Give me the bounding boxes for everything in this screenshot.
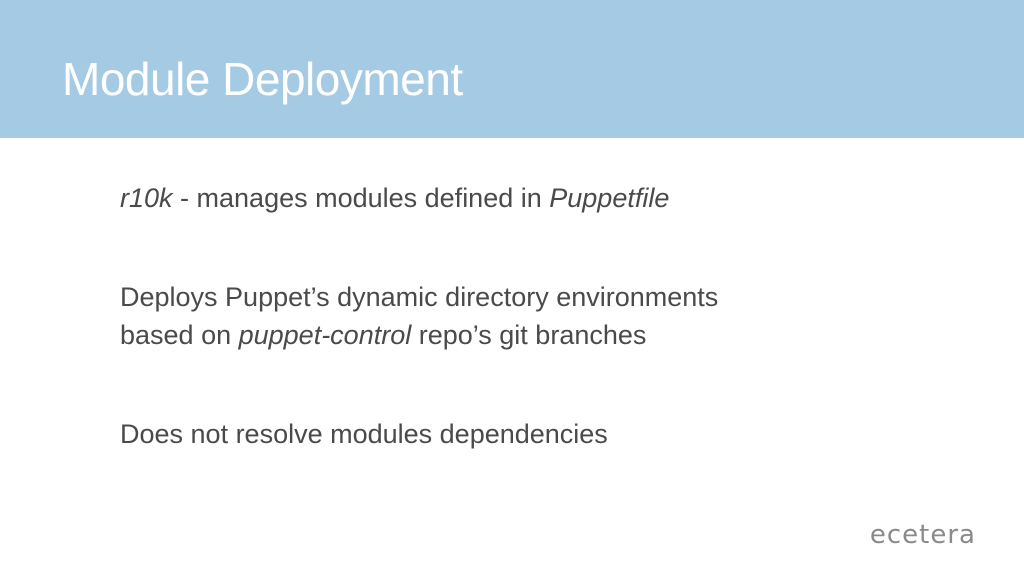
bullet-dependencies: Does not resolve modules dependencies xyxy=(120,415,608,453)
bullet-line: Deploys Puppet’s dynamic directory envir… xyxy=(120,282,719,312)
bullet-line: Does not resolve modules dependencies xyxy=(120,419,608,449)
title-banner: Module Deployment xyxy=(0,0,1024,138)
bullet-deploys: Deploys Puppet’s dynamic directory envir… xyxy=(120,278,718,354)
bullet-text: - manages modules defined in xyxy=(172,183,550,213)
puppetfile-term: Puppetfile xyxy=(549,183,670,213)
bullet-line: r10k - manages modules defined in Puppet… xyxy=(120,179,669,217)
r10k-term: r10k xyxy=(120,183,173,213)
bullet-r10k: r10k - manages modules defined in Puppet… xyxy=(120,179,669,217)
ecetera-logo: ecetera xyxy=(869,520,976,550)
bullet-text: based on xyxy=(120,320,239,350)
slide-title: Module Deployment xyxy=(62,53,463,105)
puppet-control-term: puppet-control xyxy=(238,320,412,350)
bullet-text: repo’s git branches xyxy=(411,320,647,350)
bullet-line: based on puppet-control repo’s git branc… xyxy=(120,316,718,354)
